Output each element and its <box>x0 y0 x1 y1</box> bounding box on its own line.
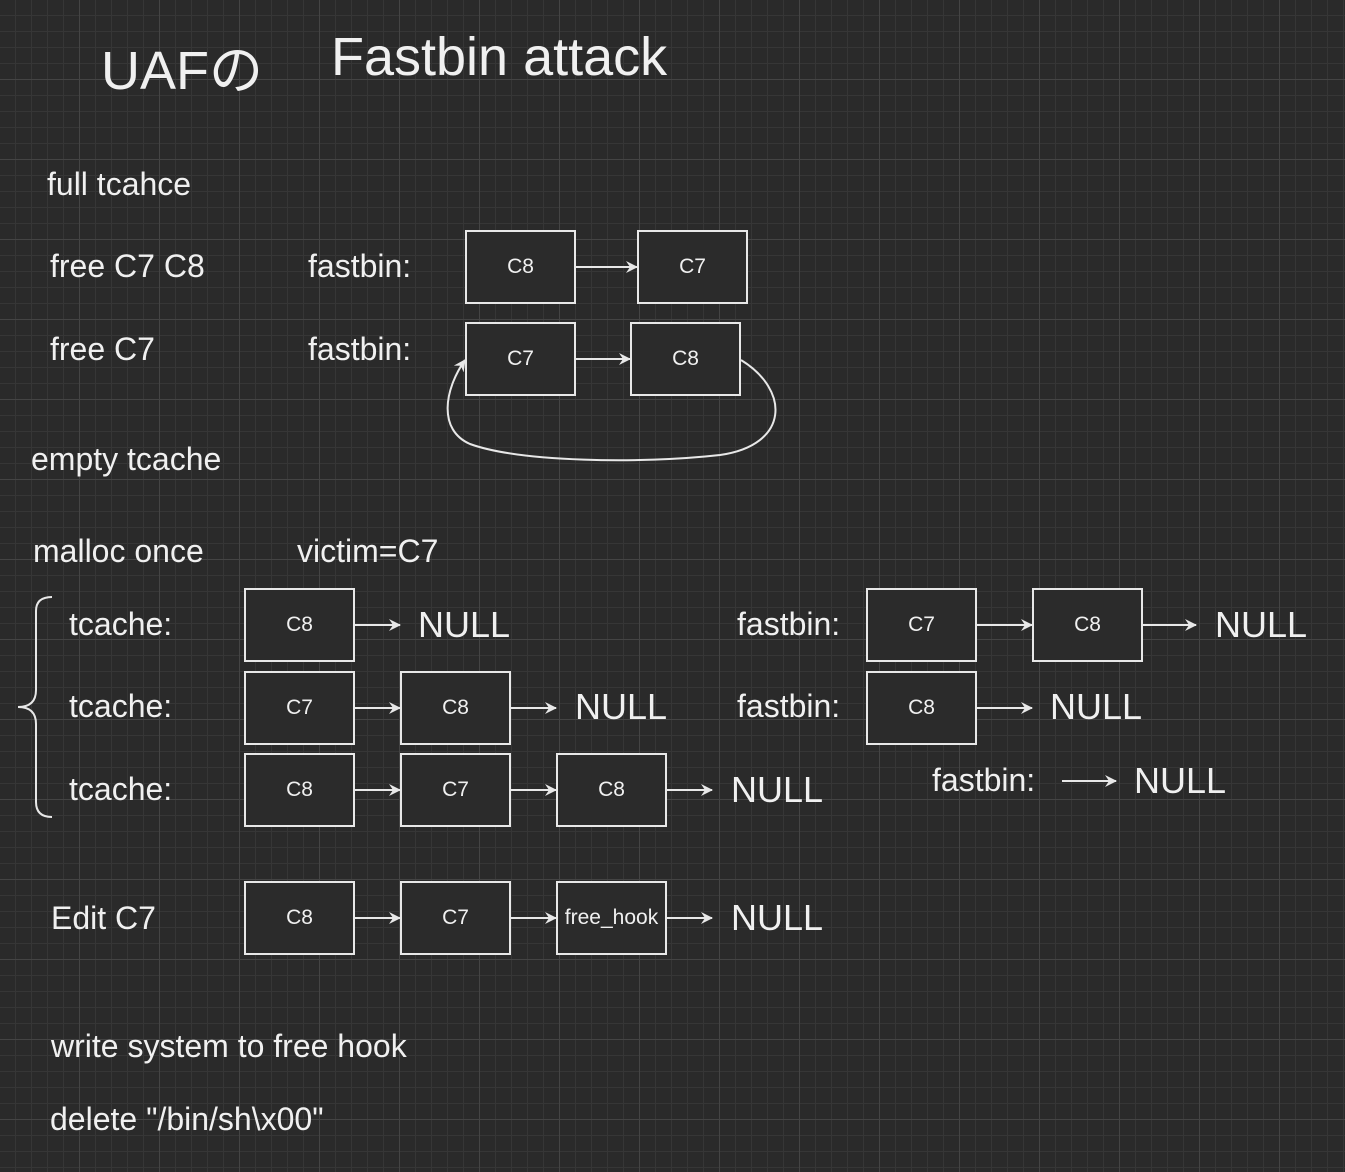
fastbin-label: fastbin: <box>308 248 412 284</box>
chunk-c8: C8 <box>866 671 977 745</box>
curly-brace <box>17 596 53 818</box>
chunk-c7: C7 <box>244 671 355 745</box>
chunk-c7: C7 <box>400 881 511 955</box>
chunk-c7: C7 <box>637 230 748 304</box>
step-empty-tcache: empty tcache <box>31 441 222 477</box>
step-delete: delete "/bin/sh\x00" <box>50 1101 324 1137</box>
null-label: NULL <box>418 604 511 645</box>
null-label: NULL <box>1215 604 1308 645</box>
null-label: NULL <box>731 897 824 938</box>
step-full-tcache: full tcahce <box>47 166 192 202</box>
fastbin-label: fastbin: <box>308 331 412 367</box>
chunk-c7: C7 <box>465 322 576 396</box>
chunk-c8: C8 <box>630 322 741 396</box>
chunk-c8: C8 <box>400 671 511 745</box>
title-prefix: UAFの <box>101 41 263 101</box>
step-malloc-once: malloc once <box>33 533 204 569</box>
chunk-c7: C7 <box>866 588 977 662</box>
title-main: Fastbin attack <box>331 27 668 87</box>
chunk-c8: C8 <box>465 230 576 304</box>
chunk-c8: C8 <box>244 753 355 827</box>
fastbin-label: fastbin: <box>932 762 1036 798</box>
step-free-c7: free C7 <box>50 331 155 367</box>
tcache-label: tcache: <box>69 606 173 642</box>
null-label: NULL <box>575 686 668 727</box>
tcache-label: tcache: <box>69 771 173 807</box>
step-edit-c7: Edit C7 <box>51 900 156 936</box>
chunk-c8: C8 <box>244 881 355 955</box>
fastbin-label: fastbin: <box>737 606 841 642</box>
victim-label: victim=C7 <box>297 533 439 569</box>
null-label: NULL <box>1134 760 1227 801</box>
step-free-c7-c8: free C7 C8 <box>50 248 205 284</box>
chunk-c8: C8 <box>556 753 667 827</box>
null-label: NULL <box>1050 686 1143 727</box>
fastbin-label: fastbin: <box>737 688 841 724</box>
step-write-system: write system to free hook <box>51 1028 407 1064</box>
chunk-c8: C8 <box>1032 588 1143 662</box>
chunk-c7: C7 <box>400 753 511 827</box>
null-label: NULL <box>731 769 824 810</box>
chunk-free-hook: free_hook <box>556 881 667 955</box>
chunk-c8: C8 <box>244 588 355 662</box>
tcache-label: tcache: <box>69 688 173 724</box>
